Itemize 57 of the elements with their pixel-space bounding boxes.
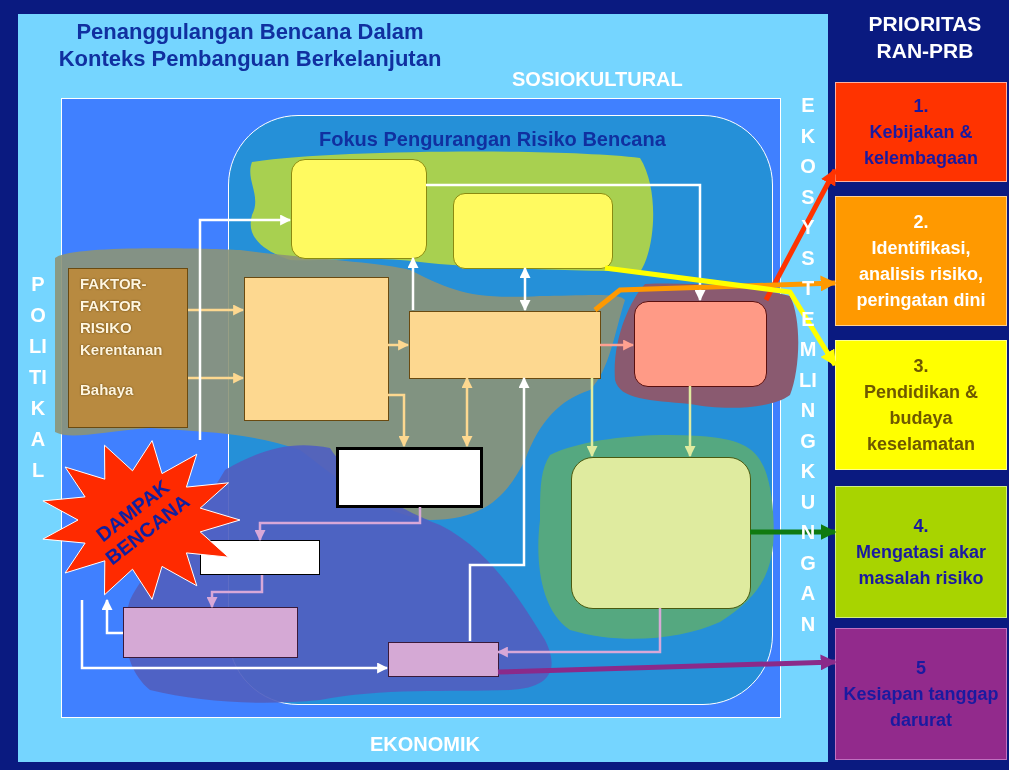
- arrow: [604, 265, 838, 367]
- arrow: [198, 214, 292, 440]
- priority-box: [835, 340, 1007, 470]
- arrow: [750, 524, 837, 540]
- arrow: [684, 386, 696, 458]
- region-heading: Fokus Pengurangan Risiko Bencana: [319, 127, 666, 152]
- arrow: [586, 378, 598, 458]
- priority-text: Kesiapan tanggap darurat: [842, 683, 1000, 732]
- diagram-title: Penanggulangan Bencana Dalam Konteks Pembanguan Berkelanjutan: [57, 18, 443, 72]
- process-box: [200, 540, 320, 575]
- box-text: Kerentanan: [80, 340, 164, 360]
- priority-text: Kebijakan & kelembagaan: [862, 121, 980, 170]
- process-box: [453, 193, 613, 269]
- arrow: [388, 393, 410, 448]
- process-box: [388, 642, 499, 677]
- arrow: [468, 376, 530, 641]
- arrow: [206, 575, 264, 609]
- priority-number: 1.: [913, 95, 929, 118]
- priority-text: Identifikasi, analisis risiko, peringatan dini: [855, 237, 987, 312]
- risk-factor-box: [68, 268, 188, 428]
- priority-box: [835, 486, 1007, 618]
- arrow: [593, 275, 837, 312]
- arrow: [461, 376, 473, 448]
- process-box: [244, 277, 389, 421]
- priority-number: 2.: [913, 211, 929, 234]
- process-box: [291, 159, 427, 259]
- priority-box: [835, 196, 1007, 326]
- arrow: [426, 183, 706, 302]
- priority-text: Pendidikan & budaya keselamatan: [863, 381, 979, 456]
- priority-box: [835, 628, 1007, 760]
- arrow: [407, 256, 419, 310]
- arrow: [188, 372, 245, 384]
- arrow: [101, 598, 123, 635]
- arrow: [497, 654, 837, 675]
- priority-box: [835, 82, 1007, 182]
- priority-text: Mengatasi akar masalah risiko: [854, 541, 988, 590]
- arrow: [763, 168, 838, 302]
- process-box: [123, 607, 298, 658]
- priority-number: 3.: [913, 355, 929, 378]
- arrow: [388, 339, 410, 351]
- priority-number: 5: [916, 657, 926, 680]
- column-heading: PRIORITAS RAN-PRB: [867, 11, 983, 64]
- priority-number: 4.: [913, 515, 929, 538]
- arrow: [519, 266, 531, 312]
- axis-label: EKONOMIK: [370, 732, 480, 757]
- arrow: [80, 600, 389, 674]
- vertical-axis-label: POLITIKAL: [28, 272, 48, 483]
- process-box: [571, 457, 751, 609]
- arrow: [188, 304, 245, 316]
- arrow: [254, 507, 422, 542]
- process-box: [409, 311, 601, 379]
- arrow: [496, 608, 662, 658]
- box-text: FAKTOR-FAKTOR RISIKO: [80, 274, 148, 338]
- process-box: [336, 447, 483, 508]
- process-box: [634, 301, 767, 387]
- box-text: Bahaya: [80, 380, 135, 400]
- axis-label: SOSIOKULTURAL: [512, 67, 683, 92]
